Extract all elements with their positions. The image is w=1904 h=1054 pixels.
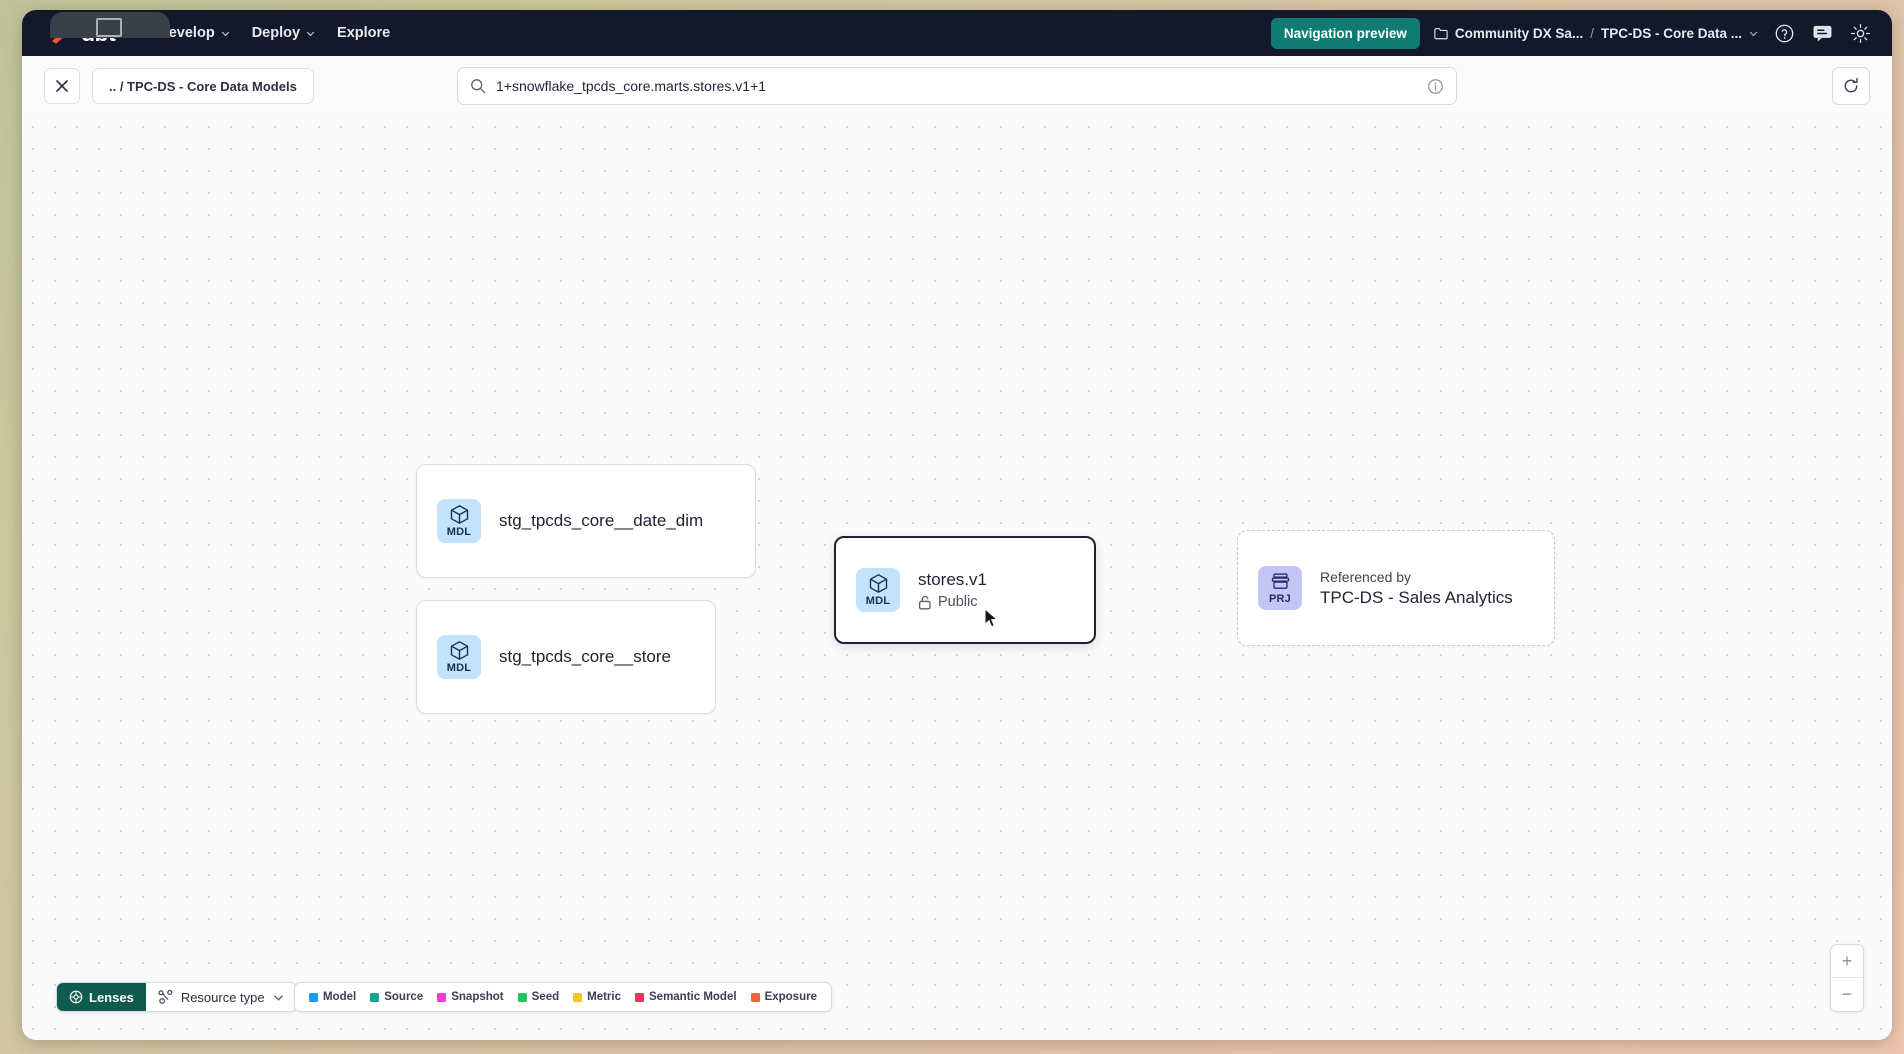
lenses-control-group: Lenses Resource type (56, 982, 297, 1012)
node-text-group: stg_tpcds_core__store (499, 647, 671, 667)
account-project-breadcrumb[interactable]: Community DX Sa... / TPC-DS - Core Data … (1434, 26, 1758, 41)
nav-item-explore[interactable]: Explore (326, 19, 401, 47)
breadcrumb-account: Community DX Sa... (1454, 25, 1584, 41)
chevron-down-icon (306, 31, 315, 36)
legend-swatch (517, 992, 527, 1002)
search-icon (471, 79, 486, 94)
feedback-icon[interactable] (1810, 21, 1834, 45)
lens-icon (69, 990, 83, 1004)
legend-item-seed: Seed (517, 991, 560, 1003)
resource-type-legend: Model Source Snapshot Seed Metric Semant… (294, 982, 832, 1012)
legend-swatch (370, 992, 380, 1002)
lineage-node-date-dim[interactable]: MDL stg_tpcds_core__date_dim (416, 464, 756, 578)
legend-label: Seed (531, 991, 560, 1003)
close-button[interactable] (44, 68, 80, 104)
breadcrumb-project: TPC-DS - Core Data ... (1600, 25, 1742, 41)
close-icon (56, 80, 68, 92)
lineage-search-field[interactable] (457, 67, 1457, 105)
legend-label: Metric (587, 991, 621, 1003)
nav-item-develop[interactable]: Develop (147, 19, 240, 47)
legend-label: Semantic Model (649, 991, 737, 1003)
chevron-down-icon (1749, 31, 1758, 36)
folder-icon (1434, 27, 1448, 39)
nav-item-deploy-label: Deploy (251, 25, 301, 41)
node-badge-mdl: MDL (856, 568, 900, 612)
nav-item-deploy[interactable]: Deploy (241, 19, 326, 47)
node-title: stg_tpcds_core__store (499, 647, 671, 666)
node-title: stg_tpcds_core__date_dim (499, 511, 704, 530)
legend-item-exposure: Exposure (750, 991, 817, 1003)
breadcrumb-separator: / (1590, 25, 1594, 41)
legend-swatch (750, 992, 760, 1002)
legend-item-snapshot: Snapshot (437, 991, 504, 1003)
node-caption: Referenced by (1320, 568, 1412, 585)
browser-tab-nub[interactable] (50, 12, 170, 38)
lineage-canvas[interactable]: MDL stg_tpcds_core__date_dim MDL stg_tpc… (22, 116, 1892, 1040)
unlock-icon (918, 595, 931, 609)
legend-label: Source (384, 991, 424, 1003)
gear-icon[interactable] (1848, 21, 1872, 45)
navigation-preview-badge[interactable]: Navigation preview (1270, 17, 1420, 49)
help-circle-icon[interactable] (1772, 21, 1796, 45)
refresh-button[interactable] (1832, 67, 1870, 105)
project-breadcrumb-pill[interactable]: .. / TPC-DS - Core Data Models (92, 68, 314, 104)
app-window: dbt Develop Deploy Explore Navigation pr… (22, 10, 1892, 1040)
legend-swatch (573, 992, 583, 1002)
legend-label: Snapshot (451, 991, 504, 1003)
legend-swatch (309, 992, 318, 1002)
info-circle-icon[interactable] (1427, 78, 1444, 95)
chevron-down-icon (221, 31, 229, 36)
node-badge-prj: PRJ (1258, 566, 1302, 610)
node-badge-label: PRJ (1269, 593, 1291, 605)
node-title: stores.v1 (918, 570, 987, 589)
cube-icon (450, 505, 468, 524)
lineage-node-stores-v1[interactable]: MDL stores.v1 Public (834, 536, 1096, 644)
legend-label: Exposure (764, 991, 817, 1003)
cube-icon (450, 641, 468, 660)
legend-label: Model (323, 991, 357, 1003)
node-text-group: stores.v1 Public (918, 570, 987, 610)
legend-item-model: Model (309, 991, 356, 1003)
node-badge-mdl: MDL (437, 635, 481, 679)
resource-type-dropdown[interactable]: Resource type (146, 983, 296, 1011)
legend-swatch (635, 992, 644, 1002)
node-text-group: Referenced by TPC-DS - Sales Analytics (1320, 569, 1513, 608)
project-icon (1271, 573, 1289, 589)
resource-type-label: Resource type (180, 989, 265, 1005)
node-badge-label: MDL (446, 662, 472, 674)
top-navigation-bar: dbt Develop Deploy Explore Navigation pr… (22, 10, 1892, 56)
node-title: TPC-DS - Sales Analytics (1320, 587, 1513, 607)
lineage-node-sales-analytics[interactable]: PRJ Referenced by TPC-DS - Sales Analyti… (1237, 530, 1555, 646)
refresh-icon (1844, 77, 1858, 93)
node-text-group: stg_tpcds_core__date_dim (499, 511, 703, 531)
lenses-label: Lenses (89, 989, 134, 1005)
lineage-node-store[interactable]: MDL stg_tpcds_core__store (416, 600, 716, 714)
node-badge-mdl: MDL (437, 499, 481, 543)
lineage-toolbar: .. / TPC-DS - Core Data Models (22, 56, 1892, 116)
node-access-label: Public (938, 594, 978, 610)
top-nav-right-group: Navigation preview Community DX Sa... / … (1270, 17, 1872, 49)
search-input[interactable] (496, 78, 1417, 94)
zoom-in-button[interactable]: + (1831, 945, 1863, 978)
zoom-out-button[interactable]: − (1841, 984, 1853, 1004)
zoom-controls: + − (1830, 944, 1864, 1012)
legend-item-source: Source (370, 991, 423, 1003)
nav-item-explore-label: Explore (337, 25, 391, 41)
node-access-row: Public (918, 594, 987, 610)
legend-swatch (437, 992, 447, 1002)
legend-item-semantic-model: Semantic Model (635, 991, 737, 1003)
chevron-down-icon (273, 994, 283, 1001)
nav-item-develop-label: Develop (158, 25, 215, 41)
node-badge-label: MDL (865, 595, 891, 607)
lenses-button[interactable]: Lenses (57, 983, 146, 1011)
legend-item-metric: Metric (573, 991, 621, 1003)
nodes-icon (158, 990, 173, 1004)
node-badge-label: MDL (446, 526, 472, 538)
cube-icon (869, 574, 887, 593)
lineage-edges (22, 116, 322, 266)
